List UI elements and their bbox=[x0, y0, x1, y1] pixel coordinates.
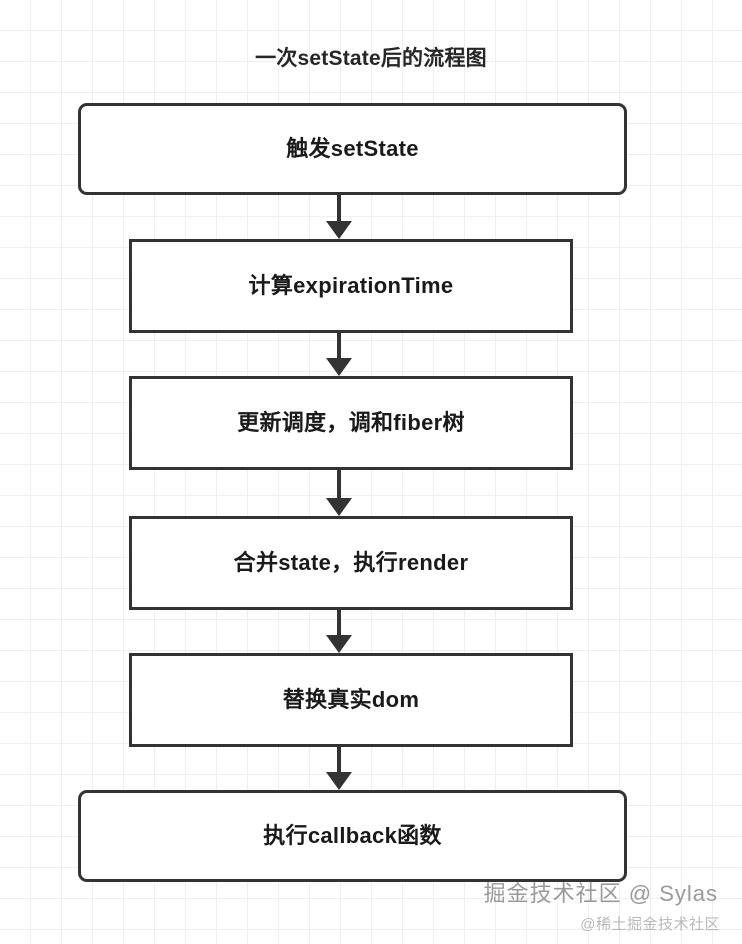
flow-node-update-schedule-reconcile-fiber[interactable]: 更新调度，调和fiber树 bbox=[129, 376, 573, 470]
arrow-head-icon bbox=[326, 635, 352, 653]
arrow-stem bbox=[337, 333, 341, 358]
flow-arrow-4 bbox=[326, 610, 352, 653]
flow-arrow-5 bbox=[326, 747, 352, 790]
flow-arrow-1 bbox=[326, 195, 352, 239]
watermark-primary: 掘金技术社区 @ Sylas bbox=[483, 881, 718, 906]
node-label: 触发setState bbox=[286, 135, 419, 161]
node-label: 替换真实dom bbox=[282, 686, 420, 712]
flow-arrow-3 bbox=[326, 470, 352, 516]
page-title: 一次setState后的流程图 bbox=[255, 47, 487, 70]
node-label: 计算expirationTime bbox=[248, 272, 454, 298]
flow-node-compute-expirationtime[interactable]: 计算expirationTime bbox=[129, 239, 573, 333]
arrow-stem bbox=[337, 470, 341, 498]
arrow-stem bbox=[337, 195, 341, 221]
node-label: 执行callback函数 bbox=[263, 822, 442, 848]
arrow-head-icon bbox=[326, 221, 352, 239]
node-label: 合并state，执行render bbox=[233, 549, 469, 575]
arrow-head-icon bbox=[326, 358, 352, 376]
arrow-stem bbox=[337, 747, 341, 772]
arrow-stem bbox=[337, 610, 341, 635]
arrow-head-icon bbox=[326, 772, 352, 790]
flow-node-trigger-setstate[interactable]: 触发setState bbox=[78, 103, 627, 195]
watermark-secondary: @稀土掘金技术社区 bbox=[580, 916, 720, 933]
flow-node-run-callback[interactable]: 执行callback函数 bbox=[78, 790, 627, 882]
node-label: 更新调度，调和fiber树 bbox=[237, 409, 465, 435]
flow-node-replace-real-dom[interactable]: 替换真实dom bbox=[129, 653, 573, 747]
arrow-head-icon bbox=[326, 498, 352, 516]
flow-arrow-2 bbox=[326, 333, 352, 376]
flow-node-merge-state-run-render[interactable]: 合并state，执行render bbox=[129, 516, 573, 610]
